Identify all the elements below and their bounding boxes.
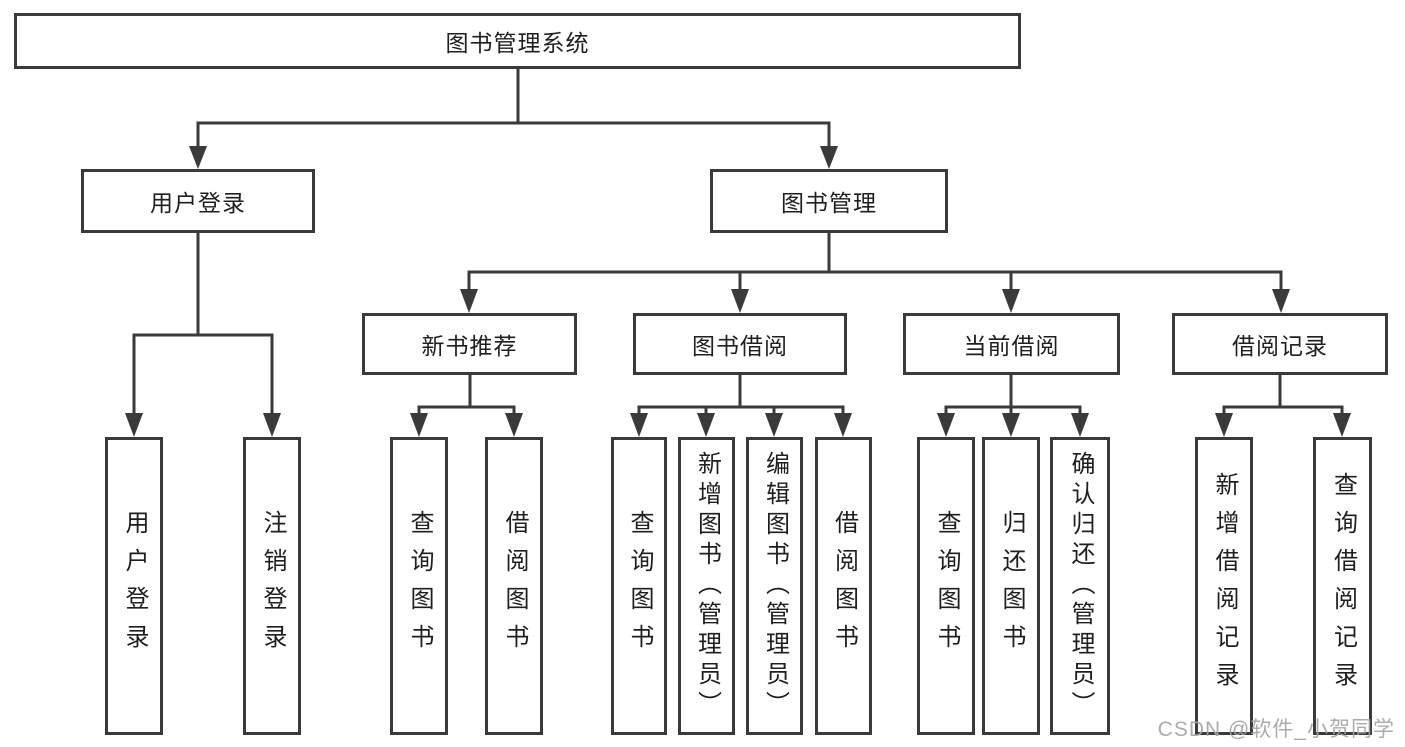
leaf-query-books-current-label: 查询图书: [933, 510, 960, 662]
arrowheads: [125, 146, 1351, 437]
node-book-borrow: 图书借阅: [633, 313, 847, 375]
leaf-query-borrow-record-label: 查询借阅记录: [1329, 472, 1357, 700]
leaf-logout-login-label: 注销登录: [259, 510, 286, 662]
node-new-book-recommend: 新书推荐: [362, 313, 577, 375]
leaf-query-books-borrow: 查询图书: [611, 437, 667, 735]
leaf-query-books-recommend-label: 查询图书: [406, 510, 433, 662]
node-borrow-records: 借阅记录: [1172, 313, 1388, 375]
leaf-query-books-recommend: 查询图书: [390, 437, 448, 735]
leaf-user-login-label: 用户登录: [121, 510, 148, 662]
node-root: 图书管理系统: [14, 13, 1021, 69]
node-book-management: 图书管理: [710, 169, 948, 233]
leaf-add-borrow-record: 新增借阅记录: [1195, 437, 1253, 735]
csdn-watermark: CSDN @软件_小贺同学: [1157, 718, 1395, 741]
leaf-borrow-books-recommend-label: 借阅图书: [501, 510, 528, 662]
leaf-user-login: 用户登录: [105, 437, 163, 735]
node-current-borrow: 当前借阅: [903, 313, 1120, 375]
node-current-borrow-label: 当前借阅: [963, 333, 1060, 359]
leaf-return-books-label: 归还图书: [998, 510, 1025, 662]
leaf-edit-books-admin: 编辑图书（管理员）: [746, 437, 803, 735]
leaf-add-borrow-record-label: 新增借阅记录: [1211, 472, 1238, 700]
leaf-query-books-current: 查询图书: [917, 437, 975, 735]
node-borrow-records-label: 借阅记录: [1232, 333, 1328, 359]
node-user-login: 用户登录: [81, 169, 315, 233]
leaf-query-borrow-record: 查询借阅记录: [1313, 437, 1372, 735]
node-book-borrow-label: 图书借阅: [692, 333, 788, 359]
leaf-return-books: 归还图书: [982, 437, 1040, 735]
node-book-management-label: 图书管理: [781, 190, 877, 216]
leaf-confirm-return-admin-label: 确认归还（管理员）: [1067, 451, 1094, 721]
leaf-add-books-admin: 新增图书（管理员）: [678, 437, 735, 735]
leaf-query-books-borrow-label: 查询图书: [626, 510, 653, 662]
leaf-borrow-books-borrow: 借阅图书: [815, 437, 872, 735]
leaf-confirm-return-admin: 确认归还（管理员）: [1050, 437, 1110, 735]
node-root-label: 图书管理系统: [445, 30, 590, 56]
leaf-add-books-admin-label: 新增图书（管理员）: [693, 451, 721, 721]
leaf-borrow-books-borrow-label: 借阅图书: [830, 510, 858, 662]
node-user-login-label: 用户登录: [150, 190, 246, 216]
leaf-edit-books-admin-label: 编辑图书（管理员）: [761, 451, 789, 721]
leaf-logout-login: 注销登录: [243, 437, 301, 735]
leaf-borrow-books-recommend: 借阅图书: [485, 437, 543, 735]
node-new-book-recommend-label: 新书推荐: [421, 333, 518, 359]
